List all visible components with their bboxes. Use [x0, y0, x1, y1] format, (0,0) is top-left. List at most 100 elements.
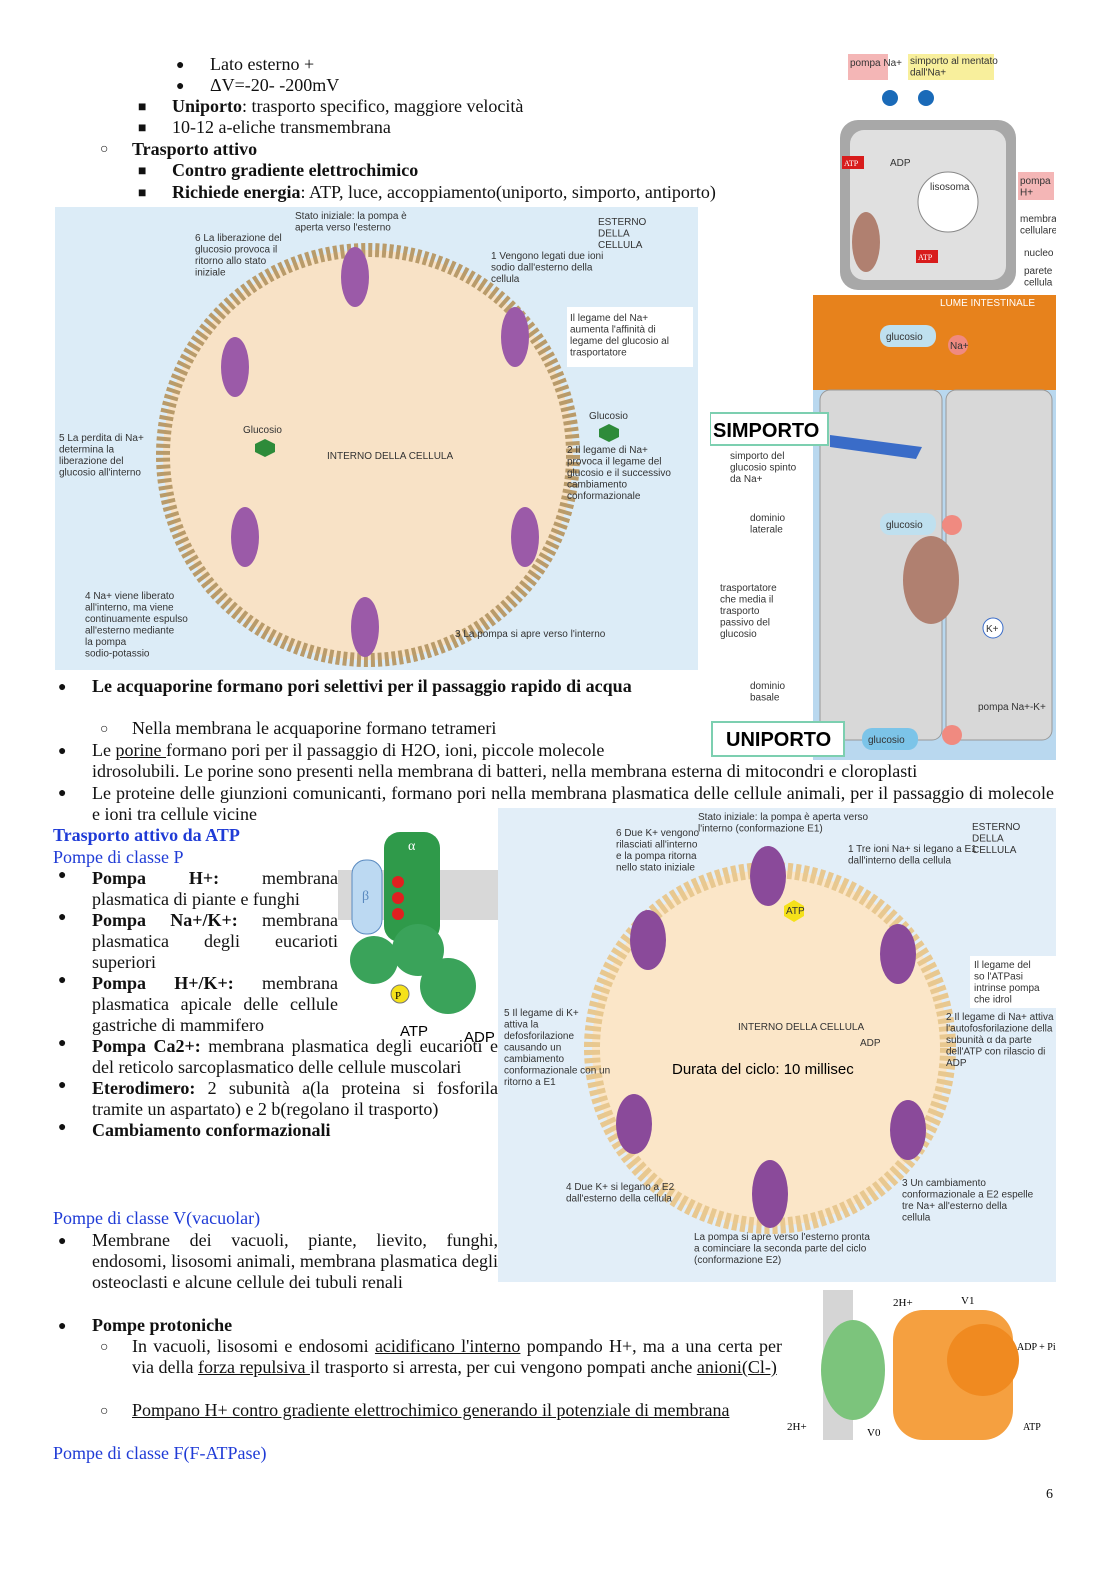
text: porine [115, 740, 166, 760]
bullet: ○ [100, 1404, 109, 1419]
list-item: ●Eterodimero: 2 subunità a(la proteina s… [58, 1078, 498, 1120]
label: La pompa si apre verso l'esterno pronta … [694, 1232, 873, 1266]
intestinal-epithelium-figure: LUME INTESTINALE glucosio Na+ SIMPORTO s… [710, 295, 1056, 760]
label: 6 La liberazione del glucosio provoca il… [195, 233, 285, 279]
sodium-glucose-symport-cycle-figure: Stato iniziale: la pompa è aperta verso … [55, 207, 698, 670]
label: 2 Il legame di Na+ provoca il legame del… [567, 445, 674, 502]
label-line: all'esterno mediante [85, 626, 177, 637]
label: V1 [961, 1295, 974, 1307]
label-line: sodio dall'esterno della [491, 263, 595, 274]
label-line: 3 La pompa si apre verso l'interno [455, 629, 606, 640]
label: ATP [1023, 1422, 1041, 1433]
label-line: l'autofosforilazione della [946, 1024, 1055, 1035]
bullet: ■ [138, 164, 147, 179]
label-line: trasportatore [570, 348, 627, 359]
label-line: simporto del [730, 451, 787, 462]
label-line: la pompa [85, 637, 129, 648]
label-line: iniziale [195, 268, 226, 279]
label-line: simporto al mentato [910, 56, 1001, 67]
plant-cell-figure: pompa Na+ simporto al mentato dall'Na+ l… [840, 54, 1056, 290]
label-line: cellula [491, 274, 520, 285]
label: P [395, 990, 401, 1002]
label: Stato iniziale: la pompa è aperta verso … [698, 812, 871, 835]
label-line: glucosio [720, 629, 757, 640]
label: 3 La pompa si apre verso l'interno [455, 629, 606, 640]
label-line: dall'interno della cellula [848, 856, 952, 867]
term: Uniporto [172, 96, 243, 116]
bullet: ● [58, 910, 67, 925]
bullet: ■ [138, 121, 147, 136]
label-line: tre Na+ all'esterno della [902, 1201, 1010, 1212]
label: ESTERNO DELLA CELLULA [972, 822, 1023, 856]
bullet: ● [58, 1036, 67, 1051]
label-line: a cominciare la seconda parte del ciclo [694, 1244, 869, 1255]
bullet: ● [176, 58, 185, 73]
text: anioni(Cl-) [696, 1357, 777, 1377]
bullet: ● [58, 744, 67, 759]
label-line: conformazionale con un [504, 1066, 613, 1077]
list-item: ●Pompa Na+/K+: membrana plasmatica degli… [58, 910, 498, 973]
label: glucosio [886, 520, 923, 531]
list-item: Uniporto: trasporto specifico, maggiore … [172, 96, 523, 117]
label-line: attiva la [504, 1020, 541, 1031]
label: ESTERNO DELLA CELLULA [598, 217, 649, 251]
label-line: l'interno (conformazione E1) [698, 824, 823, 835]
label: Il legame del Na+ aumenta l'affinità di … [570, 313, 672, 359]
label-line: determina la [59, 445, 117, 456]
list-item-cont: idrosolubili. Le porine sono presenti ne… [92, 761, 918, 781]
label-line: glucosio e il successivo [567, 468, 674, 479]
label-line: aperta verso l'esterno [295, 223, 391, 234]
label: ATP [844, 159, 859, 168]
label: ATP [786, 906, 805, 917]
label: 2H+ [787, 1421, 807, 1433]
label: ADP + Pi [1017, 1342, 1056, 1353]
label: 2 Il legame di Na+ attiva l'autofosforil… [946, 1012, 1056, 1069]
label-line: da Na+ [730, 474, 763, 485]
list-item: ΔV=-20- -200mV [210, 75, 340, 95]
text: formano pori per il passaggio di H2O, io… [165, 740, 605, 760]
label-line: cambiamento [504, 1054, 567, 1065]
label-line: dominio [750, 681, 788, 692]
label-line: dell'ATP con rilascio di [946, 1047, 1048, 1058]
label-line: dall'esterno della cellula [566, 1194, 672, 1205]
label-line: liberazione del [59, 456, 126, 467]
label: 5 La perdita di Na+ determina la liberaz… [59, 433, 147, 479]
term: Pompa H+: [92, 868, 220, 888]
label-line: ADP [946, 1058, 967, 1069]
label-line: Il legame del [974, 960, 1033, 971]
text: Cambiamento conformazionali [92, 1120, 330, 1141]
term: Cambiamento conformazionali [92, 1120, 331, 1140]
label: ADP [860, 1038, 881, 1049]
bullet: ● [58, 1120, 67, 1135]
label: Glucosio [589, 411, 628, 422]
bullet: ■ [138, 186, 147, 201]
bullet: ● [58, 1319, 67, 1334]
list-item: Pompe protoniche [92, 1315, 233, 1335]
label-line: 6 Due K+ vengono [616, 828, 702, 839]
bullet: ○ [100, 142, 109, 157]
label-line: 1 Vengono legati due ioni [491, 251, 606, 262]
label: lisosoma [930, 182, 970, 193]
label-line: laterale [750, 525, 783, 536]
label: simporto del glucosio spinto da Na+ [730, 451, 799, 485]
label: Durata del ciclo: 10 millisec [672, 1061, 854, 1078]
label-line: glucosio provoca il [195, 245, 280, 256]
label-line: DELLA [972, 834, 1006, 845]
list-item: Contro gradiente elettrochimico [172, 160, 419, 180]
bullet: ● [58, 868, 67, 883]
subheading: Pompe di classe F(F-ATPase) [53, 1443, 267, 1463]
list-item: ● Pompa H+: membrana plasmatica di piante… [58, 868, 498, 910]
list-item: In vacuoli, lisosomi e endosomi acidific… [132, 1336, 782, 1378]
label-line: La pompa si apre verso l'esterno pronta [694, 1232, 873, 1243]
label: INTERNO DELLA CELLULA [327, 451, 453, 462]
list-item: Le proteine delle giunzioni comunicanti,… [92, 783, 1054, 824]
label-line: ESTERNO [972, 822, 1023, 833]
p-type-pump-figure: β α P ATP ADP [338, 832, 500, 1045]
label-line: CELLULA [972, 845, 1017, 856]
label: β [362, 889, 369, 904]
label-line: 6 La liberazione del [195, 233, 285, 244]
label: 2H+ [893, 1297, 913, 1309]
text: membrana plasmatica di piante e funghi [92, 868, 338, 909]
label-line: cambiamento [567, 480, 630, 491]
